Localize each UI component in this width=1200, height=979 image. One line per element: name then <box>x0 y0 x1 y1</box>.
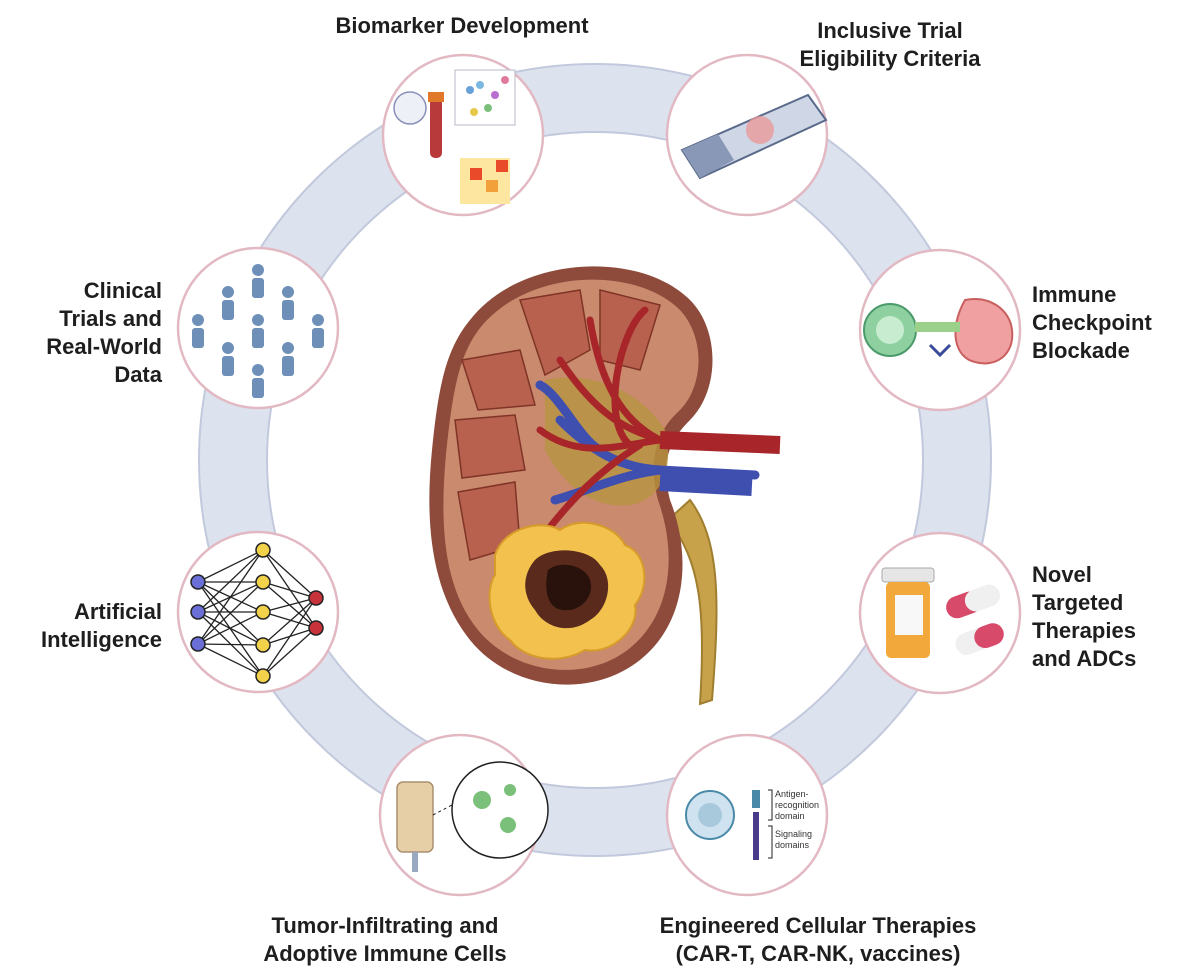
iv-bag-icon <box>396 781 434 853</box>
renal-pyramid <box>454 414 526 479</box>
node-novel-circle <box>858 531 1022 695</box>
node-engineered: Antigen- recognition domain Signaling do… <box>665 733 829 897</box>
label-engineered-line1: Engineered Cellular Therapies <box>659 913 977 938</box>
blood-tube-cap <box>428 92 444 102</box>
label-engineered-line2: (CAR-T, CAR-NK, vaccines) <box>675 941 961 966</box>
pill-bottle-label <box>895 595 923 635</box>
iv-line <box>412 852 418 872</box>
label-biomarker-line1: Biomarker Development <box>335 13 589 38</box>
node-clinical <box>176 246 340 410</box>
signaling-label-line2: domains <box>775 840 810 850</box>
antigen-label-line1: Antigen- <box>775 789 809 799</box>
renal-artery-main <box>659 431 781 454</box>
label-inclusive: Inclusive Trial Eligibility Criteria <box>765 17 1015 73</box>
renal-pyramid <box>461 349 536 411</box>
pill-bottle-cap <box>881 567 935 583</box>
antigen-label-line2: recognition <box>775 800 819 810</box>
label-novel-line4: and ADCs <box>1032 646 1137 671</box>
antigen-bracket <box>768 789 773 821</box>
car-t-nucleus <box>698 803 722 827</box>
label-immune-line3: Blockade <box>1032 338 1130 363</box>
cell-icon <box>393 91 427 125</box>
label-immune: Immune Checkpoint Blockade <box>1032 281 1192 365</box>
renal-pyramid <box>519 289 591 377</box>
tumor-cell-icon <box>954 298 1014 365</box>
label-ai-line1: Artificial <box>73 599 162 624</box>
node-novel <box>858 531 1022 695</box>
zoom-circle <box>451 761 549 859</box>
label-novel: Novel Targeted Therapies and ADCs <box>1032 561 1192 673</box>
people-network-icon <box>192 264 324 398</box>
label-clinical-line3: Real-World <box>46 334 162 359</box>
label-til-line1: Tumor-Infiltrating and <box>271 913 499 938</box>
immune-cell-icon <box>504 784 516 796</box>
renal-artery-branches <box>536 306 664 544</box>
label-inclusive-line2: Eligibility Criteria <box>799 46 981 71</box>
antigen-domain-icon <box>752 790 760 808</box>
blood-tube-icon <box>430 96 442 158</box>
t-cell-nucleus <box>876 316 904 344</box>
label-clinical-line2: Trials and <box>59 306 162 331</box>
antibody-icon <box>928 343 952 358</box>
tumor-core-dark <box>546 564 592 611</box>
label-clinical-line4: Data <box>114 362 162 387</box>
node-engineered-circle <box>665 733 829 897</box>
label-engineered: Engineered Cellular Therapies (CAR-T, CA… <box>618 912 1018 968</box>
capsule-icon <box>946 584 1001 619</box>
label-inclusive-line1: Inclusive Trial <box>817 18 963 43</box>
node-ai <box>176 530 340 694</box>
label-immune-line2: Checkpoint <box>1032 310 1152 335</box>
tissue-sample <box>746 116 774 144</box>
label-til: Tumor-Infiltrating and Adoptive Immune C… <box>235 912 535 968</box>
node-inclusive <box>665 53 829 217</box>
label-clinical: Clinical Trials and Real-World Data <box>20 277 162 389</box>
renal-vein-main <box>659 469 753 496</box>
ureter <box>666 498 718 706</box>
label-novel-line2: Targeted <box>1032 590 1124 615</box>
label-novel-line3: Therapies <box>1032 618 1136 643</box>
signaling-label-line1: Signaling <box>775 829 812 839</box>
neural-network-edges <box>197 549 317 677</box>
node-immune <box>858 248 1022 412</box>
label-ai-line2: Intelligence <box>40 627 162 652</box>
label-immune-line1: Immune <box>1032 282 1117 307</box>
node-biomarker <box>381 53 545 217</box>
immune-cell-icon <box>473 791 491 809</box>
node-til <box>378 733 549 897</box>
label-novel-line1: Novel <box>1032 562 1092 587</box>
label-ai: Artificial Intelligence <box>10 598 162 654</box>
immune-cell-icon <box>500 817 516 833</box>
signaling-domain-icon <box>753 812 759 860</box>
kidney-illustration <box>429 266 781 706</box>
label-til-line2: Adoptive Immune Cells <box>263 941 507 966</box>
signaling-bracket <box>768 825 773 859</box>
receptor-binding <box>915 322 960 332</box>
central-ring <box>200 65 990 855</box>
slide-label-area <box>682 134 734 178</box>
antigen-label-line3: domain <box>775 811 805 821</box>
label-biomarker: Biomarker Development <box>312 12 612 40</box>
capsule-icon <box>955 623 1004 655</box>
neural-network-nodes <box>190 542 324 684</box>
label-clinical-line1: Clinical <box>83 278 162 303</box>
